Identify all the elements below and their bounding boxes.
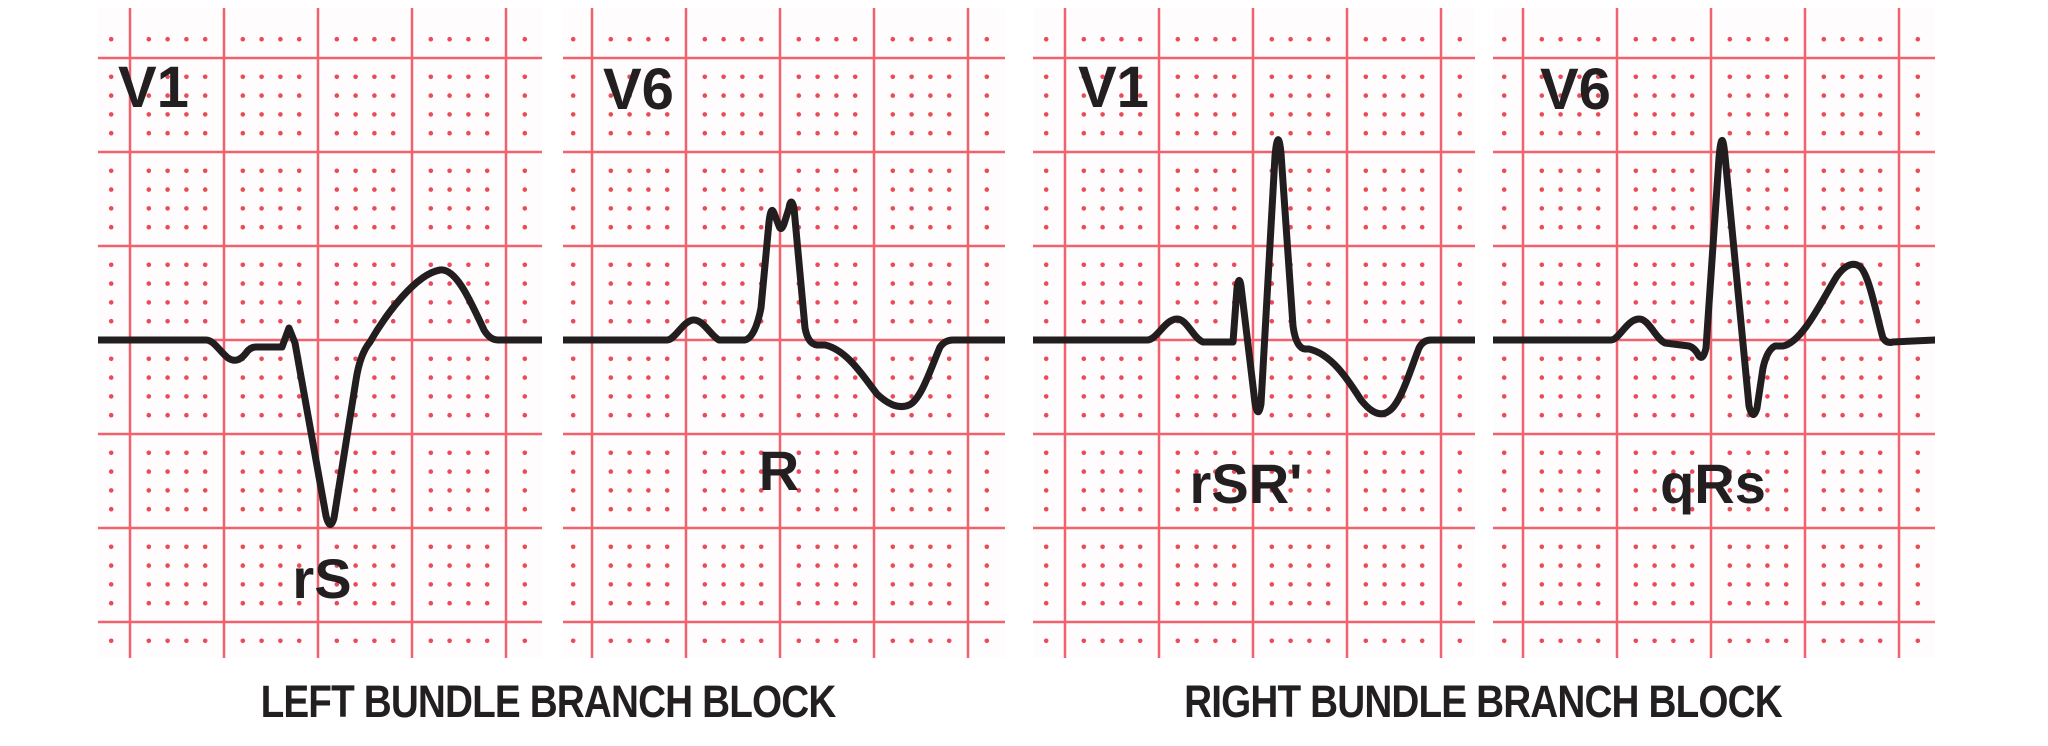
ecg-grid-v6-rbbb: V6 qRs	[1493, 8, 1935, 658]
caption-right-bundle-branch-block: RIGHT BUNDLE BRANCH BLOCK	[1136, 676, 1831, 728]
lead-label-v6-rbbb: V6	[1540, 57, 1611, 122]
grid-dots	[570, 36, 990, 644]
grid-major-lines	[1493, 8, 1935, 658]
caption-left-text: LEFT BUNDLE BRANCH BLOCK	[260, 676, 837, 727]
ecg-grid-v1-rbbb: V1 rSR'	[1033, 8, 1475, 658]
morphology-label-v6-rbbb: qRs	[1660, 452, 1766, 515]
ecg-waveform-v6-lbbb	[563, 198, 1005, 411]
morphology-label-v1-lbbb: rS	[292, 547, 351, 610]
ecg-panel-v1-lbbb: V1 rS	[98, 8, 542, 658]
grid-dots	[108, 36, 528, 644]
ecg-grid-v1-lbbb: V1 rS	[98, 8, 542, 658]
caption-right-text: RIGHT BUNDLE BRANCH BLOCK	[1184, 676, 1783, 727]
ecg-waveform-v1-rbbb	[1033, 136, 1475, 418]
grid-major-lines	[98, 8, 542, 658]
morphology-label-v6-lbbb: R	[759, 439, 799, 502]
grid-major-lines	[563, 8, 1005, 658]
lead-label-v1-lbbb: V1	[118, 55, 189, 120]
ecg-panel-v6-rbbb: V6 qRs	[1493, 8, 1935, 658]
ecg-waveform-v6-rbbb	[1493, 137, 1935, 418]
lead-label-v1-rbbb: V1	[1078, 55, 1149, 120]
ecg-panel-v1-rbbb: V1 rSR'	[1033, 8, 1475, 658]
lead-label-v6-lbbb: V6	[603, 57, 674, 122]
caption-left-bundle-branch-block: LEFT BUNDLE BRANCH BLOCK	[214, 676, 882, 728]
morphology-label-v1-rbbb: rSR'	[1190, 452, 1303, 515]
ecg-waveform-v1-lbbb	[98, 266, 542, 528]
ecg-grid-v6-lbbb: V6R	[563, 8, 1005, 658]
